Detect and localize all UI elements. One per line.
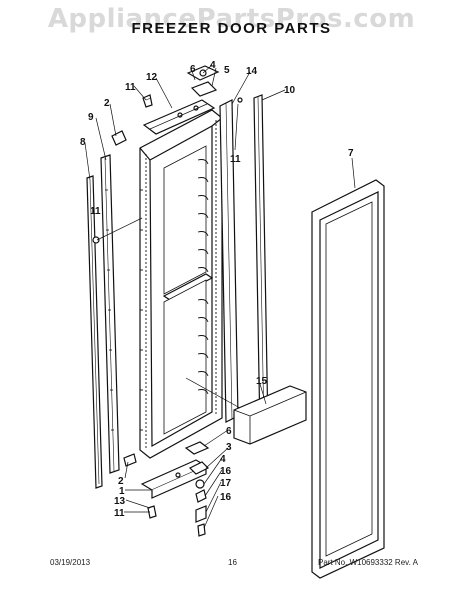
callout-6-bottom: 6 — [226, 426, 232, 437]
part-14-trim — [219, 97, 243, 423]
callout-11-right: 11 — [230, 154, 241, 165]
callout-12: 12 — [146, 72, 158, 83]
callout-10: 10 — [284, 85, 296, 96]
callout-13: 13 — [114, 496, 126, 507]
part-9-strip — [100, 154, 120, 474]
callout-16-b: 16 — [220, 492, 232, 503]
part-2-bracket-top — [111, 130, 127, 146]
callout-17: 17 — [220, 478, 232, 489]
watermark: AppliancePartsPros.com — [47, 4, 416, 34]
part-12-hinge-bar — [142, 99, 216, 135]
callout-2-top: 2 — [104, 98, 110, 109]
footer-date: 03/19/2013 — [50, 558, 91, 567]
callout-5: 5 — [224, 65, 230, 76]
door-liner — [139, 109, 223, 459]
callout-11-top: 11 — [125, 82, 136, 93]
callout-16-a: 16 — [220, 466, 232, 477]
part-7-door-panel — [311, 179, 385, 579]
callout-15: 15 — [256, 376, 268, 387]
callout-2-bottom: 2 — [118, 476, 124, 487]
callout-9: 9 — [88, 112, 94, 123]
callout-6-top: 6 — [190, 64, 196, 75]
footer-page-number: 16 — [228, 558, 237, 567]
callout-4-bottom: 4 — [220, 454, 226, 465]
part-2-bracket-bottom — [92, 236, 157, 519]
callout-4: 4 — [210, 60, 216, 71]
part-15-door-bin — [233, 385, 307, 445]
callout-14: 14 — [246, 66, 258, 77]
callout-1: 1 — [119, 486, 125, 497]
callout-11-left: 11 — [90, 206, 101, 217]
footer-part-number: Part No. W10693332 Rev. A — [318, 558, 418, 567]
callout-7: 7 — [348, 148, 354, 159]
part-8-strip — [86, 175, 103, 489]
callout-8: 8 — [80, 137, 86, 148]
callout-3: 3 — [226, 442, 232, 453]
page-title: FREEZER DOOR PARTS — [131, 20, 332, 37]
bottom-hinge-hardware — [184, 441, 210, 537]
callout-11-bottom: 11 — [114, 508, 125, 519]
part-11-screw-top — [142, 94, 153, 108]
